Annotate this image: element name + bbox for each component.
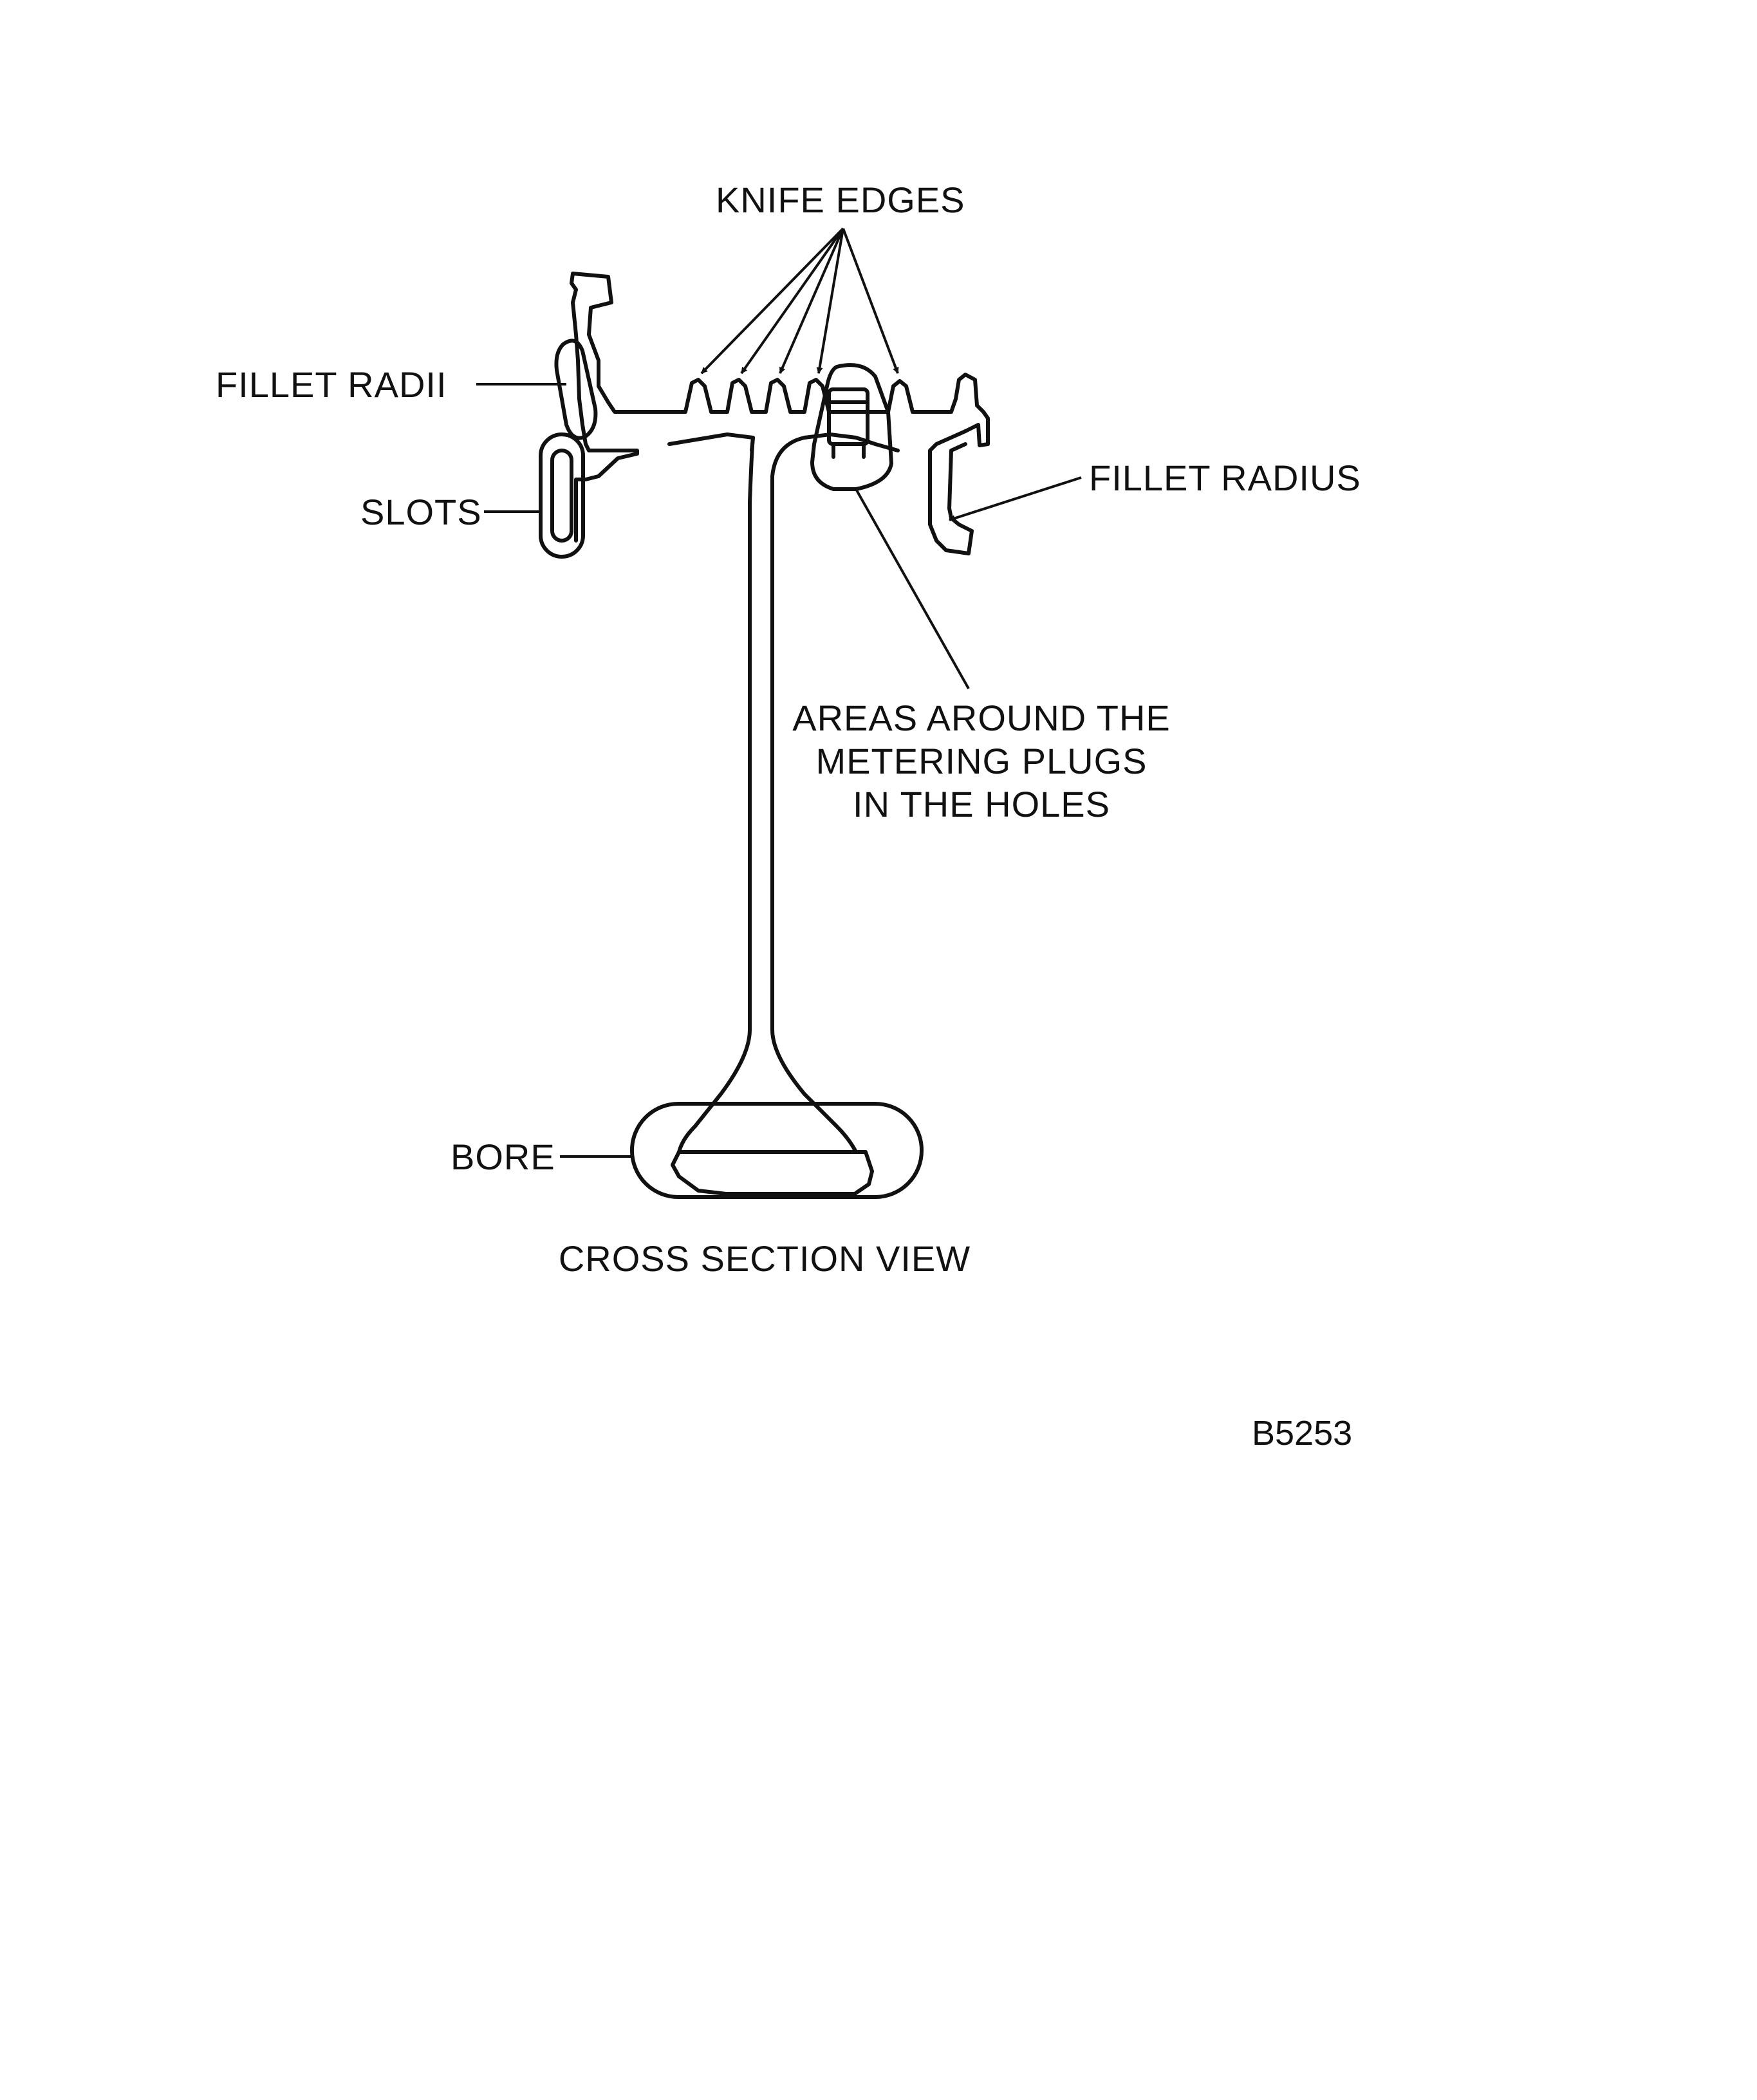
metering-plug-outline [810,363,893,491]
labels: KNIFE EDGES FILLET RADII SLOTS FILLET RA… [216,180,1361,1453]
slots-outline [539,432,585,559]
fillet-radii-label: FILLET RADII [216,364,447,405]
knife-edge-arrow-5 [842,228,899,374]
knife-edge-arrow-1 [700,227,844,375]
areas-label-line-2: METERING PLUGS [816,741,1148,781]
knife-edge-arrow-4 [816,228,844,374]
slots-inner [550,449,573,543]
left-flange-outline [570,272,588,446]
bore-outline [630,1102,924,1199]
right-flange-outline [928,429,974,555]
fillet-radius-label: FILLET RADIUS [1089,458,1361,498]
areas-label-line-3: IN THE HOLES [853,784,1110,824]
web-left-side [677,436,755,1154]
metering-plugs-leader [855,488,970,689]
leader-lines [476,227,1082,1158]
knife-edges-label: KNIFE EDGES [716,180,965,220]
bore-label: BORE [451,1137,555,1177]
areas-label-line-1: AREAS AROUND THE [792,698,1171,738]
disk-cross-section [570,272,990,1196]
knife-edge-arrow-2 [740,227,844,375]
rim-top-outline [571,272,990,447]
figure-code: B5253 [1252,1414,1352,1453]
fillet-radii-outline [554,339,598,440]
knife-edge-arrow-3 [779,228,844,374]
rim-underside-left [574,442,639,543]
slots-label: SLOTS [360,492,482,532]
view-title: CROSS SECTION VIEW [559,1238,971,1279]
fillet-radius-arrow [949,476,1082,522]
bore-section [671,1150,874,1196]
metering-plug [827,387,869,446]
web-right-side [770,436,858,1154]
